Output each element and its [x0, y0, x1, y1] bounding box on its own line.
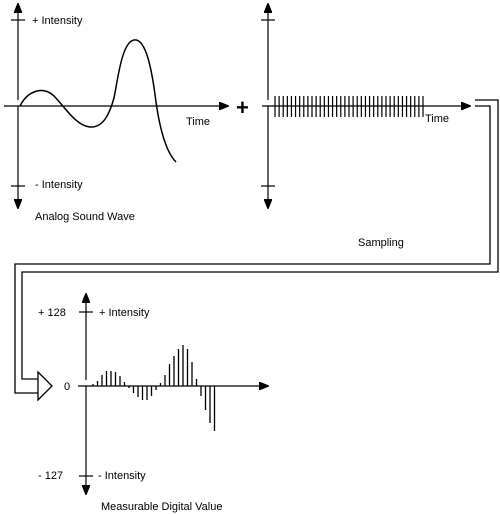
flow-arrow	[14, 99, 499, 402]
digital-neg-intensity-label: - Intensity	[98, 470, 146, 482]
digital-min-value: - 127	[38, 470, 63, 482]
digital-sample-bars	[92, 345, 216, 431]
digital-value-caption: Measurable Digital Value	[101, 501, 222, 513]
sampling-pulses	[274, 96, 424, 117]
sampling-caption: Sampling	[358, 237, 404, 249]
sampling-time-label: Time	[425, 113, 449, 125]
analog-time-label: Time	[186, 116, 210, 128]
analog-wave-caption: Analog Sound Wave	[35, 211, 135, 223]
digital-max-value: + 128	[38, 307, 66, 319]
digital-pos-intensity-label: + Intensity	[99, 307, 150, 319]
digital-value-panel: + 128 + Intensity 0 - 127 - Intensity Me…	[38, 294, 268, 513]
plus-operator: +	[236, 95, 249, 120]
flow-arrow-outer	[21, 99, 499, 380]
analog-pos-intensity-label: + Intensity	[32, 15, 83, 27]
analog-neg-intensity-label: - Intensity	[35, 179, 83, 191]
sampling-panel: Time Sampling	[261, 4, 470, 249]
digital-zero-value: 0	[64, 381, 70, 393]
analog-wave-curve	[19, 39, 177, 163]
flow-arrow-head	[37, 370, 53, 402]
analog-wave-panel: + Intensity - Intensity Time Analog Soun…	[4, 4, 228, 223]
flow-arrow-inner	[14, 105, 491, 394]
